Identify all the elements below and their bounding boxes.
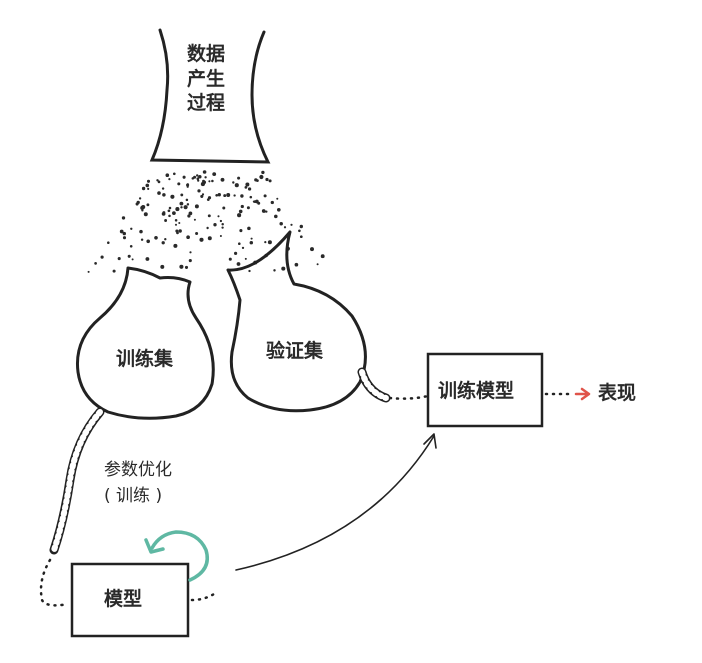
data-process-line-3: 过程: [187, 92, 226, 115]
train-set-label: 训练集: [116, 348, 174, 370]
optimization-line-1: 参数优化: [104, 460, 172, 480]
model-to-trained-arrow: [235, 433, 437, 571]
model-label: 模型: [104, 588, 143, 610]
data-process-line-1: 数据: [187, 43, 226, 65]
trained-model-label: 训练模型: [438, 380, 515, 402]
tail-to-model-dots: [39, 558, 70, 607]
optimization-label: 参数优化 ( 训练 ): [104, 458, 172, 509]
optimization-loop-icon: [144, 530, 209, 582]
performance-label: 表现: [598, 382, 637, 404]
train-set-bag: [75, 266, 215, 420]
train-bag-tail: [49, 407, 105, 555]
validation-to-trained-dots: [388, 394, 430, 400]
model-box: [70, 562, 190, 638]
data-points-cloud: [87, 170, 325, 273]
validation-bag-tail: [357, 367, 391, 403]
data-process-funnel: [149, 28, 271, 164]
trained-model-box: [426, 352, 544, 428]
validation-set-bag: [226, 230, 367, 413]
data-process-label: 数据 产生 过程: [187, 42, 225, 116]
validation-set-label: 验证集: [266, 340, 324, 362]
optimization-line-2: ( 训练 ): [104, 485, 163, 506]
performance-arrow-icon: [574, 387, 591, 401]
data-process-line-2: 产生: [187, 67, 226, 90]
model-output-dots: [190, 592, 216, 602]
